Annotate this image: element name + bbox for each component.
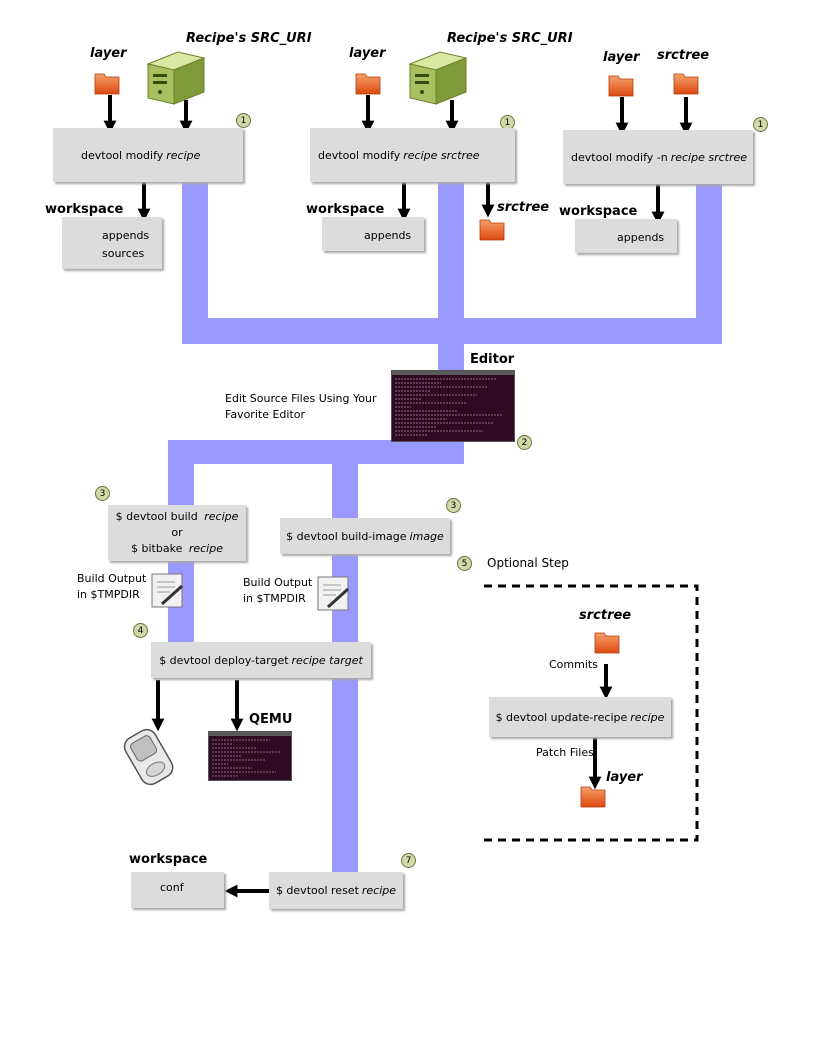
step-badge-5: 5: [457, 556, 472, 571]
command-text: $ devtool build-image: [286, 529, 407, 543]
command-arg: recipe: [630, 710, 665, 724]
editor-description-line1: Edit Source Files Using Your: [225, 392, 377, 405]
step-badge-3: 3: [95, 486, 110, 501]
command-text: $ devtool reset: [275, 884, 359, 897]
editor-description-line2: Favorite Editor: [225, 408, 306, 421]
qemu-terminal-image: [208, 731, 292, 781]
command-arg: recipe srctree: [670, 150, 748, 164]
appends-label: appends: [102, 229, 150, 242]
document-icon: [317, 576, 350, 611]
step-badge-3: 3: [446, 498, 461, 513]
workspace-box: [62, 217, 162, 269]
workspace-box: [322, 217, 424, 251]
sources-label: sources: [102, 247, 145, 260]
device-icon: [123, 728, 174, 786]
recipe-src-uri-label: Recipe's SRC_URI: [186, 31, 312, 46]
step-badge-7: 7: [401, 853, 416, 868]
command-arg: recipe: [204, 510, 239, 523]
layer-label: layer: [349, 46, 386, 61]
command-text: $ bitbake: [131, 542, 186, 555]
devtool-modify-srctree-box: devtool modify recipe srctree: [310, 128, 515, 182]
workspace-box: [131, 872, 224, 908]
command-text: devtool modify: [81, 148, 164, 162]
build-output-dir-label: in $TMPDIR: [77, 588, 140, 601]
editor-title: Editor: [470, 352, 515, 367]
command-arg: recipe: [361, 884, 397, 897]
devtool-build-box: $ devtool build recipe or $ bitbake reci…: [108, 505, 246, 561]
conf-label: conf: [160, 881, 184, 894]
optional-step-title: Optional Step: [487, 556, 569, 570]
command-arg: recipe target: [291, 653, 363, 667]
server-icon: [408, 51, 468, 105]
devtool-modify-n-box: devtool modify -n recipe srctree: [563, 130, 753, 184]
layer-label: layer: [603, 50, 640, 65]
command-arg: recipe srctree: [403, 148, 480, 162]
step-badge-2: 2: [517, 435, 532, 450]
server-icon: [146, 51, 206, 105]
step-badge-1: 1: [236, 113, 251, 128]
command-text: devtool modify -n: [571, 150, 668, 164]
build-line: $ devtool build recipe: [116, 509, 239, 525]
devtool-update-recipe-box: $ devtool update-recipe recipe: [489, 697, 671, 737]
appends-label: appends: [617, 231, 665, 244]
recipe-src-uri-label: Recipe's SRC_URI: [447, 31, 573, 46]
flow-arrows: [103, 95, 693, 898]
command-arg: recipe: [166, 148, 201, 162]
or-label: or: [171, 526, 183, 539]
layer-label: layer: [90, 46, 127, 61]
build-output-label: Build Output: [243, 576, 313, 589]
srctree-output-label: srctree: [497, 200, 550, 215]
commits-label: Commits: [549, 658, 598, 671]
workspace-label: workspace: [45, 202, 124, 217]
step-badge-1: 1: [753, 117, 768, 132]
terminal-text-lines: [209, 732, 291, 777]
workspace-label: workspace: [129, 852, 208, 867]
devtool-build-image-box: $ devtool build-image image: [280, 518, 450, 554]
qemu-label: QEMU: [249, 712, 293, 727]
build-output-label: Build Output: [77, 572, 147, 585]
command-text: $ devtool deploy-target: [159, 653, 289, 667]
command-text: devtool modify: [318, 148, 401, 162]
patch-files-label: Patch Files: [536, 746, 594, 759]
workspace-box: [575, 219, 677, 253]
workspace-label: workspace: [559, 204, 638, 219]
workspace-label: workspace: [306, 202, 385, 217]
command-text: $ devtool build: [115, 510, 202, 523]
terminal-text-lines: [392, 371, 514, 436]
editor-terminal-image: [391, 370, 515, 442]
build-output-dir-label: in $TMPDIR: [243, 592, 306, 605]
srctree-label: srctree: [657, 48, 710, 63]
devtool-reset-box: $ devtool reset recipe: [269, 872, 403, 909]
devtool-modify-box: devtool modify recipe: [53, 128, 243, 182]
srctree-label: srctree: [579, 608, 632, 623]
layer-label: layer: [606, 770, 643, 785]
devtool-deploy-target-box: $ devtool deploy-target recipe target: [151, 642, 371, 678]
command-arg: image: [409, 529, 444, 543]
bitbake-line: $ bitbake recipe: [131, 541, 223, 557]
command-arg: recipe: [188, 542, 223, 555]
document-icon: [151, 573, 184, 608]
appends-label: appends: [364, 229, 412, 242]
step-badge-4: 4: [133, 623, 148, 638]
optional-step-border: [478, 584, 699, 842]
command-text: $ devtool update-recipe: [495, 710, 628, 724]
